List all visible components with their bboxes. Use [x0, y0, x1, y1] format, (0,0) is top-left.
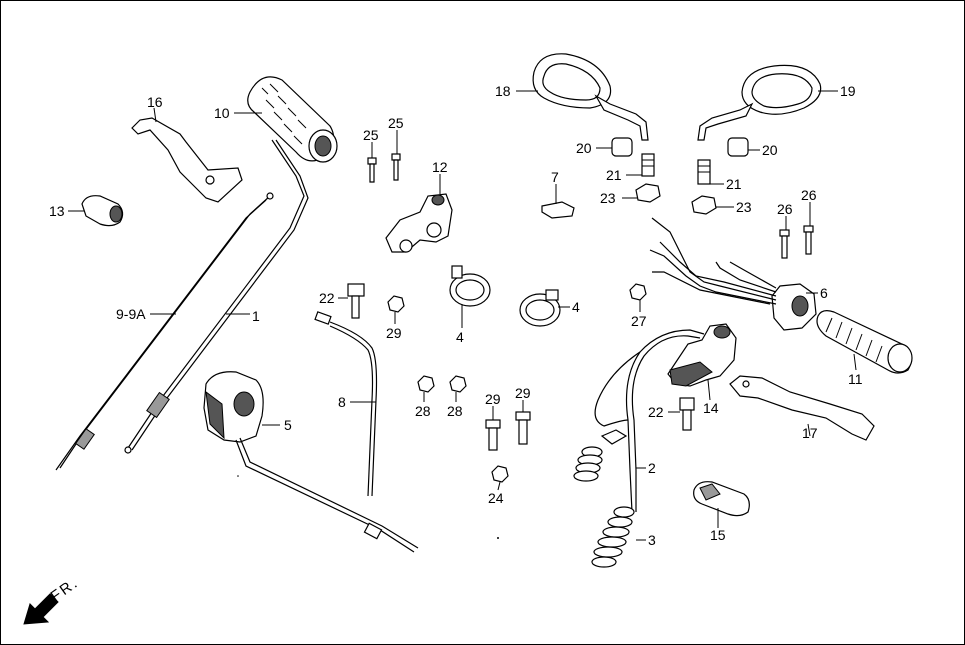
label-16: 16	[147, 94, 163, 110]
part-25-screws	[367, 153, 401, 183]
label-10: 10	[214, 105, 230, 121]
part-7-switch	[541, 201, 575, 219]
front-direction-arrow	[23, 593, 59, 625]
part-23-nut-left	[635, 183, 661, 203]
leader-lines	[68, 90, 857, 541]
part-4-clamp-a	[449, 265, 491, 307]
part-21-thread-right	[697, 159, 711, 185]
label-23-left: 23	[600, 190, 616, 206]
part-19-mirror-right	[697, 64, 822, 141]
part-29-nut-a	[387, 295, 405, 313]
label-2: 2	[648, 460, 656, 476]
label-26-right: 26	[801, 187, 817, 203]
part-18-mirror-left	[532, 53, 649, 141]
part-17-lever-right	[729, 375, 875, 441]
label-11: 11	[848, 371, 863, 387]
label-22-left: 22	[319, 290, 335, 306]
label-26-left: 26	[777, 201, 793, 217]
label-19: 19	[840, 83, 856, 99]
label-29-bolt-right: 29	[515, 385, 531, 401]
label-23-right: 23	[736, 199, 752, 215]
part-16-lever	[131, 117, 243, 203]
label-7: 7	[551, 169, 559, 185]
part-14-master-cylinder	[667, 323, 737, 387]
label-18: 18	[495, 83, 511, 99]
label-22-right: 22	[648, 404, 664, 420]
label-29-nut: 29	[386, 325, 402, 341]
part-5-throttle-housing	[203, 371, 419, 553]
part-22-bolt-right	[679, 397, 695, 431]
label-21-right: 21	[726, 176, 742, 192]
part-4-clamp-b	[519, 289, 561, 327]
part-22-bolt-left	[347, 283, 365, 319]
label-25-left: 25	[363, 127, 379, 143]
label-25-right: 25	[388, 115, 404, 131]
part-13-switch-cap	[81, 195, 124, 227]
part-20-adapter-left	[611, 137, 633, 157]
label-27: 27	[631, 313, 647, 329]
label-13: 13	[49, 203, 65, 219]
label-4-left: 4	[456, 329, 464, 345]
label-5: 5	[284, 417, 292, 433]
part-28-nuts	[417, 375, 467, 393]
label-12: 12	[432, 159, 448, 175]
part-6-switch-housing	[649, 217, 817, 331]
part-15-cover	[693, 481, 750, 517]
label-14: 14	[703, 400, 719, 416]
label-20-left: 20	[576, 140, 592, 156]
part-8-cable	[314, 311, 378, 497]
label-1: 1	[252, 308, 260, 324]
label-17: 17	[802, 425, 818, 441]
part-29-bolts	[485, 411, 531, 451]
label-9-9a: 9-9A	[116, 306, 146, 322]
label-28-right: 28	[447, 403, 463, 419]
label-28-left: 28	[415, 403, 431, 419]
part-2-brake-hose	[594, 329, 705, 513]
part-10-throttle-grip	[247, 76, 338, 163]
part-27-nut	[629, 283, 647, 301]
part-11-grip	[816, 310, 913, 374]
label-4-right: 4	[572, 299, 580, 315]
part-12-clamp	[385, 193, 453, 253]
part-26-screws	[779, 225, 814, 259]
part-1-throttle-cable	[124, 139, 309, 454]
label-6: 6	[820, 285, 828, 301]
label-29-bolt-left: 29	[485, 391, 501, 407]
part-23-nut-right	[691, 195, 717, 215]
stray-dots	[237, 475, 499, 539]
label-15: 15	[710, 527, 726, 543]
part-21-thread-left	[641, 153, 655, 177]
label-21-left: 21	[606, 167, 622, 183]
label-8: 8	[338, 394, 346, 410]
callout-labels: 16 10 13 9-9A 1 5 25 25 12 22 29 4 8 28 …	[48, 83, 863, 605]
label-20-right: 20	[762, 142, 778, 158]
label-24: 24	[488, 490, 504, 506]
part-24-nut	[491, 465, 509, 483]
label-3: 3	[648, 532, 656, 548]
part-9-9a-cable	[55, 192, 274, 471]
part-3-dust-boots	[573, 446, 635, 568]
part-20-adapter-right	[727, 137, 749, 157]
